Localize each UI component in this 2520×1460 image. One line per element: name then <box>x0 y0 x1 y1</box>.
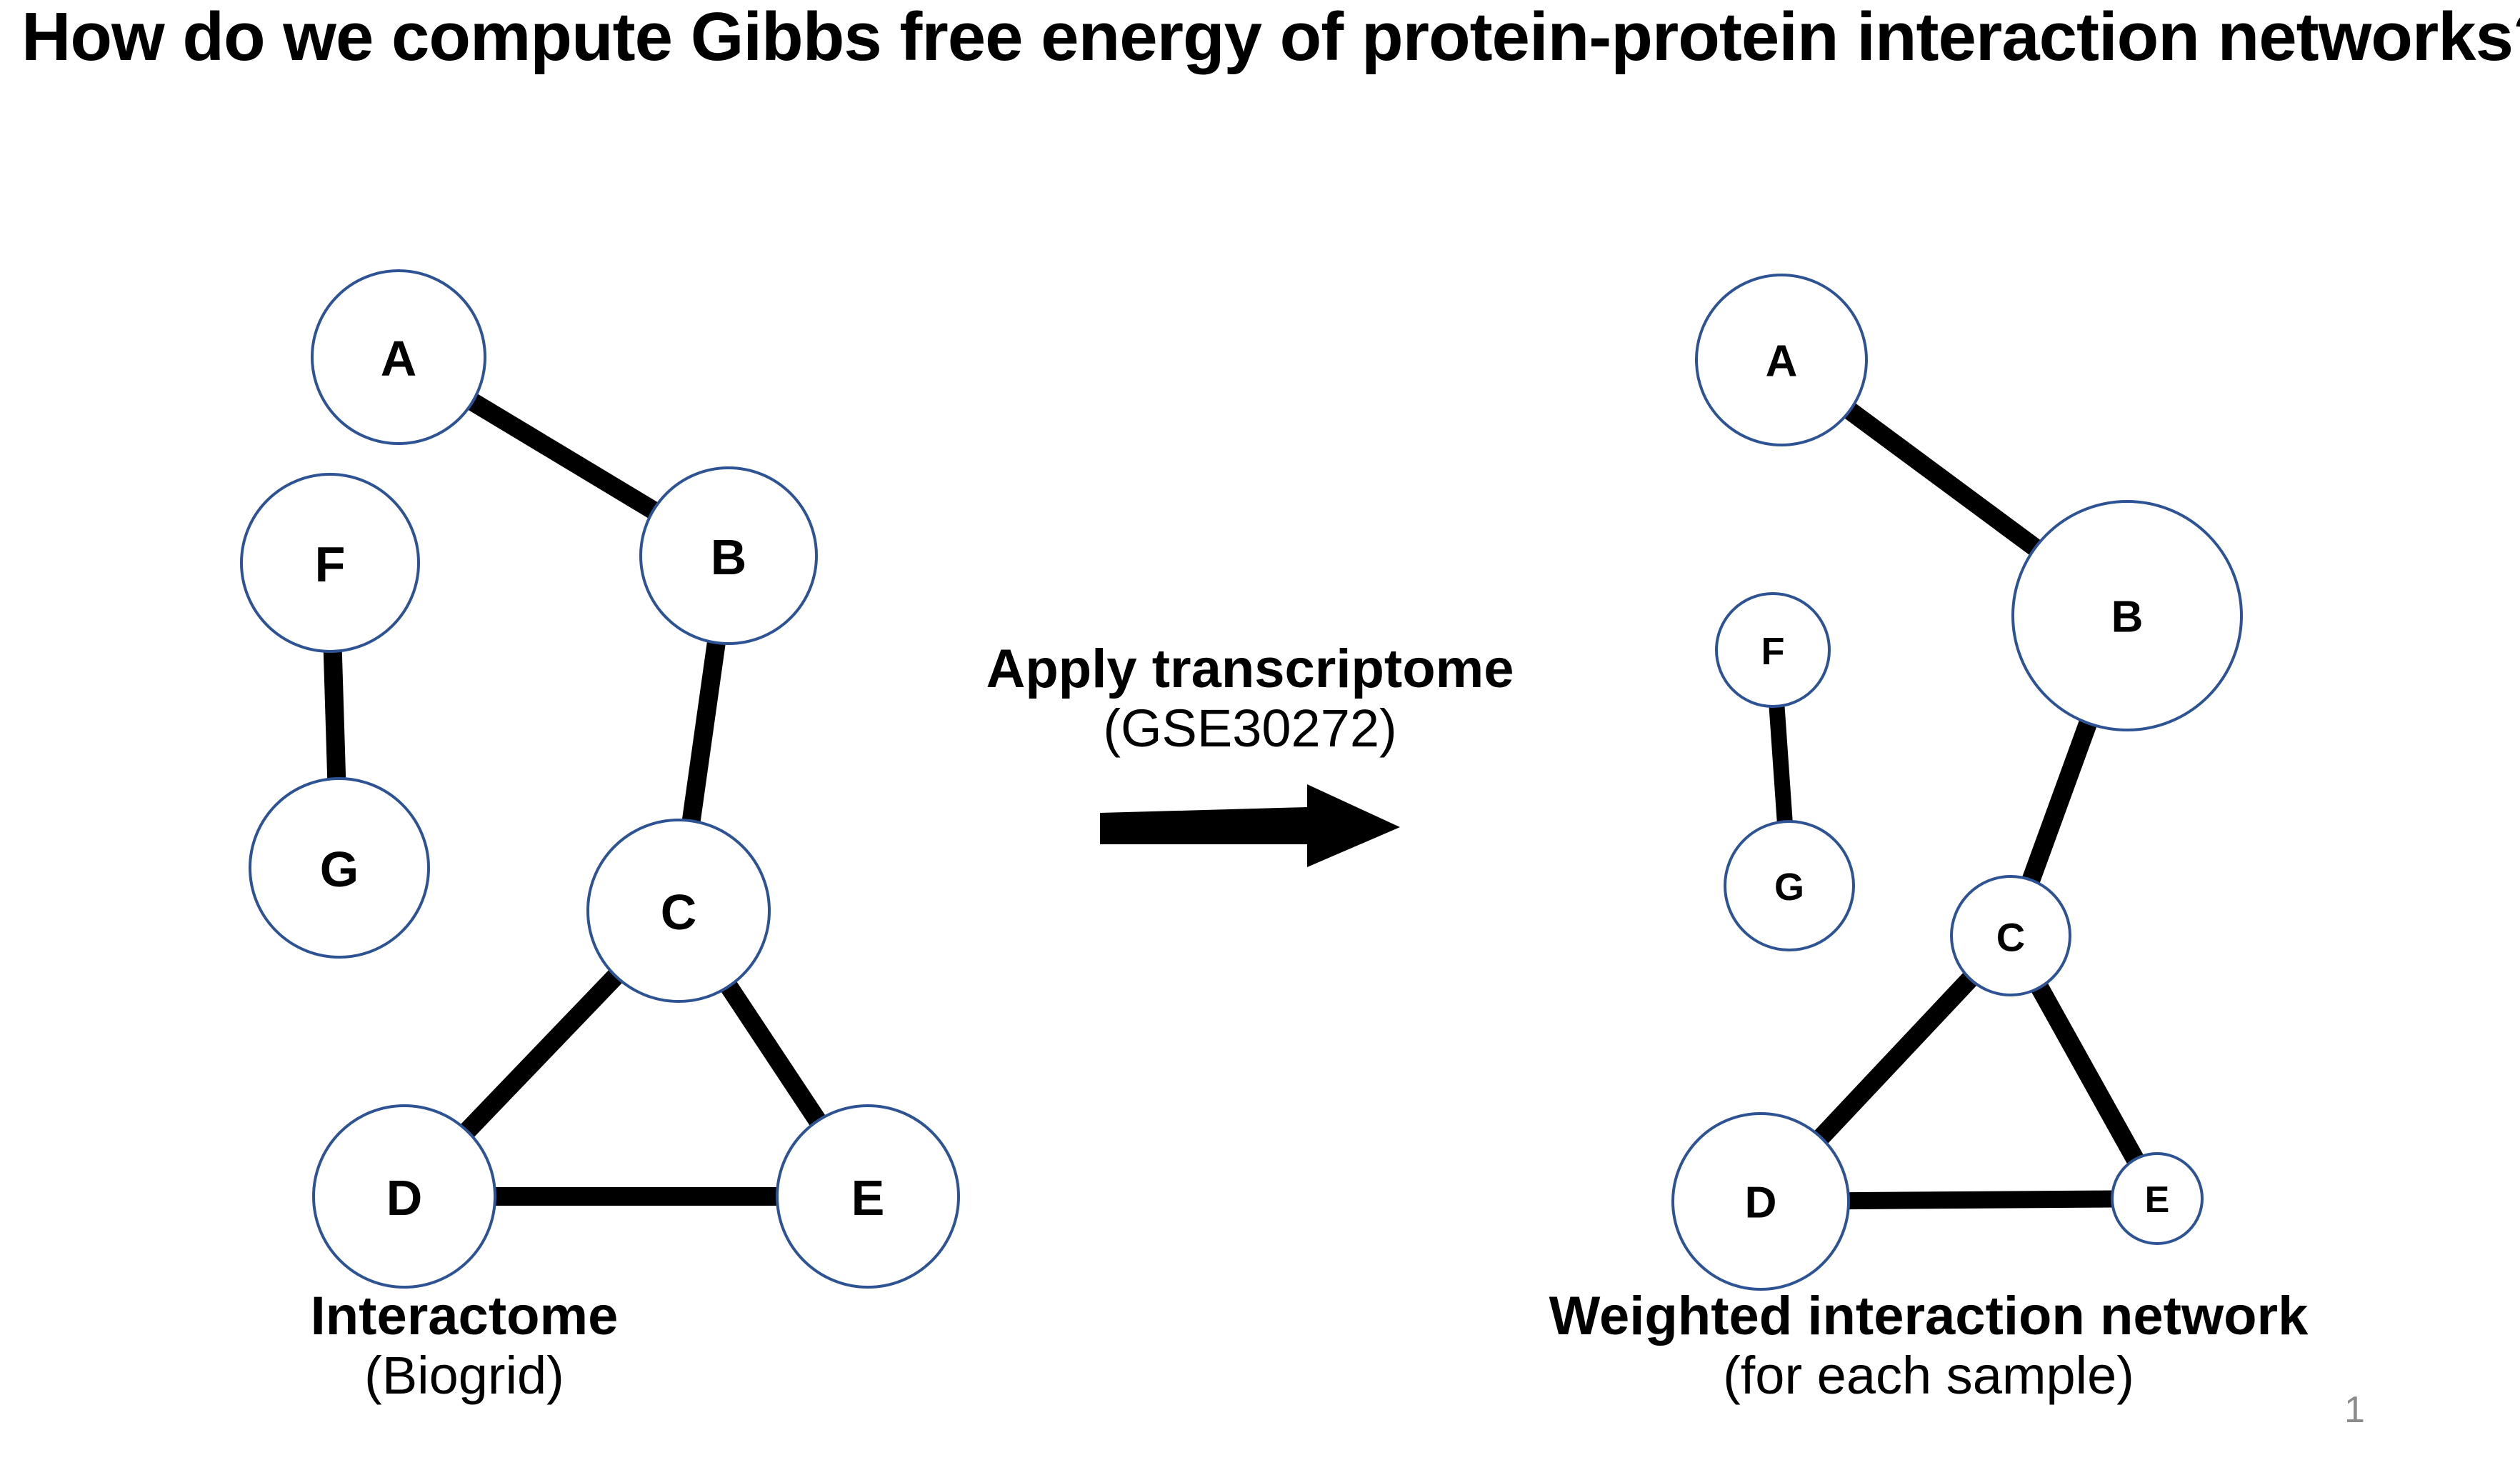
transform-annotation: Apply transcriptome (GSE30272) <box>986 639 1514 871</box>
network-node-D[interactable]: D <box>1671 1112 1850 1291</box>
network-node-label-D: D <box>386 1170 423 1226</box>
network-node-label-E: E <box>851 1170 885 1226</box>
weighted-network-caption: Weighted interaction network (for each s… <box>1529 1286 2329 1406</box>
network-node-label-E: E <box>2145 1179 2170 1221</box>
network-node-E[interactable]: E <box>2111 1152 2204 1245</box>
page-number: 1 <box>2344 1389 2365 1431</box>
network-edge-C-D <box>459 969 624 1139</box>
network-edge-D-E <box>1846 1190 2114 1210</box>
network-node-circle-A[interactable] <box>311 269 486 445</box>
network-node-A[interactable]: A <box>311 269 486 445</box>
network-node-circle-B[interactable] <box>639 466 818 645</box>
weighted-network-caption-main: Weighted interaction network <box>1549 1286 2309 1346</box>
network-node-circle-E[interactable] <box>776 1104 960 1289</box>
network-node-label-B: B <box>2111 593 2144 642</box>
weighted-network-caption-sub: (for each sample) <box>1723 1346 2134 1406</box>
network-node-circle-C[interactable] <box>586 819 771 1003</box>
interactome-caption-sub: (Biogrid) <box>364 1346 564 1406</box>
network-node-circle-A[interactable] <box>1695 274 1868 446</box>
network-node-label-C: C <box>1996 915 2025 960</box>
network-node-circle-F[interactable] <box>240 473 420 653</box>
network-node-label-G: G <box>1774 866 1804 909</box>
network-node-circle-G[interactable] <box>249 777 430 959</box>
network-node-G[interactable]: G <box>249 777 430 959</box>
network-node-label-C: C <box>661 884 697 940</box>
network-node-label-F: F <box>315 536 346 592</box>
transform-label-main: Apply transcriptome <box>986 639 1514 699</box>
network-node-F[interactable]: F <box>1715 592 1831 708</box>
network-node-circle-B[interactable] <box>2011 500 2243 731</box>
network-edge-A-B <box>466 393 660 519</box>
network-node-label-D: D <box>1745 1179 1777 1228</box>
network-node-B[interactable]: B <box>2011 500 2243 731</box>
network-node-label-G: G <box>320 841 359 897</box>
network-node-F[interactable]: F <box>240 473 420 653</box>
network-node-E[interactable]: E <box>776 1104 960 1289</box>
network-node-label-F: F <box>1761 630 1785 673</box>
network-node-circle-E[interactable] <box>2111 1152 2204 1245</box>
network-node-label-A: A <box>1766 337 1798 386</box>
network-edge-C-E <box>2031 981 2144 1166</box>
network-edge-F-G <box>323 649 346 781</box>
network-node-D[interactable]: D <box>312 1104 496 1289</box>
network-edge-A-B <box>1843 402 2042 556</box>
interactome-caption: Interactome (Biogrid) <box>214 1286 714 1406</box>
network-edge-B-C <box>681 640 726 824</box>
network-edge-B-C <box>2021 719 2098 885</box>
interactome-network-diagram: A B F G C D E <box>0 0 1000 1321</box>
network-node-circle-C[interactable] <box>1950 875 2071 996</box>
weighted-network-svg: A B F G C D E <box>1671 274 2243 1291</box>
arrow-right-icon <box>986 779 1514 871</box>
network-node-circle-F[interactable] <box>1715 592 1831 708</box>
transform-label-sub: (GSE30272) <box>1103 698 1397 758</box>
network-node-label-A: A <box>381 331 417 386</box>
page-title: How do we compute Gibbs free energy of p… <box>21 0 2520 75</box>
weighted-network-diagram: A B F G C D E <box>1571 0 2520 1321</box>
network-edge-C-D <box>1813 971 1978 1145</box>
network-node-C[interactable]: C <box>1950 875 2071 996</box>
network-node-C[interactable]: C <box>586 819 771 1003</box>
network-node-B[interactable]: B <box>639 466 818 645</box>
network-node-A[interactable]: A <box>1695 274 1868 446</box>
arrow-right-icon-svg <box>1100 784 1400 867</box>
network-node-circle-G[interactable] <box>1724 820 1855 951</box>
interactome-network-svg: A B F G C D E <box>240 269 960 1289</box>
network-edge-C-E <box>720 980 826 1127</box>
interactome-caption-main: Interactome <box>310 1286 619 1346</box>
network-node-G[interactable]: G <box>1724 820 1855 951</box>
network-node-circle-D[interactable] <box>312 1104 496 1289</box>
network-node-label-B: B <box>711 529 747 585</box>
network-edge-F-G <box>1769 704 1793 824</box>
network-node-circle-D[interactable] <box>1671 1112 1850 1291</box>
